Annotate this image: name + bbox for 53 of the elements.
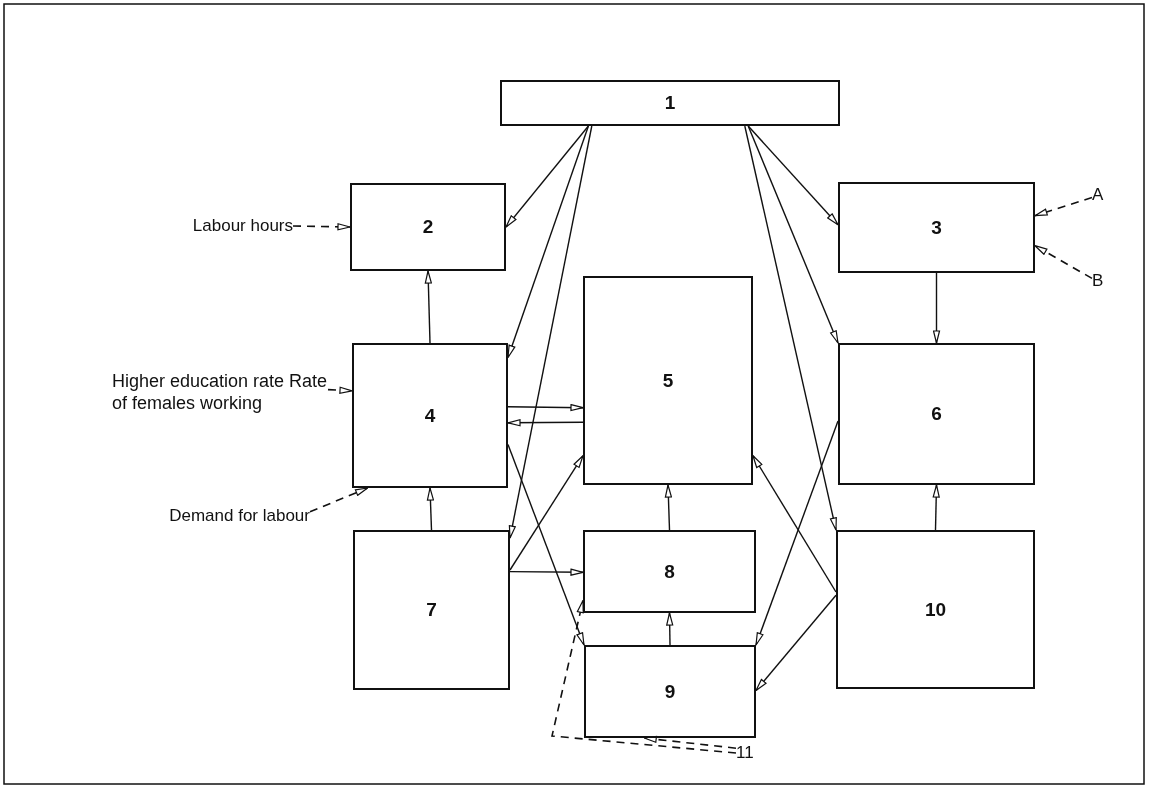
process-box <box>352 343 508 488</box>
arrow <box>752 455 837 593</box>
input-label: A <box>1092 182 1114 208</box>
arrow <box>747 125 839 226</box>
arrow <box>507 125 590 359</box>
box-number: 7 <box>426 599 437 621</box>
box-number: 8 <box>664 560 675 583</box>
box-number: 9 <box>664 680 676 703</box>
arrow <box>426 487 435 531</box>
arrow <box>507 419 584 427</box>
arrow <box>932 484 940 531</box>
dashed-arrow <box>1034 196 1093 217</box>
arrow <box>747 125 839 344</box>
arrow <box>932 272 941 344</box>
input-label: Higher education rate Rate of females working <box>112 368 328 416</box>
process-box <box>583 276 753 485</box>
box-number: 4 <box>424 404 436 427</box>
arrow <box>507 403 584 412</box>
process-box <box>350 183 506 271</box>
arrow <box>508 125 593 539</box>
arrow <box>744 125 837 531</box>
arrow <box>509 455 584 571</box>
dashed-arrow <box>643 735 737 749</box>
arrow <box>666 612 674 646</box>
process-box <box>583 530 756 613</box>
box-number: 1 <box>664 92 676 114</box>
process-box <box>584 645 756 738</box>
input-label: 11 <box>736 741 768 765</box>
dashed-arrow <box>327 386 353 394</box>
arrow <box>664 484 672 531</box>
box-number: 3 <box>931 216 942 239</box>
process-box <box>500 80 840 126</box>
arrow <box>507 443 585 646</box>
arrow <box>755 420 839 646</box>
dashed-arrow <box>292 223 351 231</box>
input-label: Labour hours <box>135 212 293 240</box>
box-number: 6 <box>931 403 942 425</box>
dashed-arrow <box>1034 244 1093 280</box>
process-box <box>838 343 1035 485</box>
box-number: 2 <box>422 216 434 238</box>
process-box <box>836 530 1035 689</box>
dashed-arrow <box>551 599 737 754</box>
input-label: Demand for labour <box>90 502 310 530</box>
arrow <box>424 270 432 344</box>
dashed-arrow <box>309 487 369 513</box>
arrow <box>509 568 584 576</box>
process-box <box>353 530 510 690</box>
input-label: B <box>1092 268 1114 294</box>
box-number: 10 <box>924 598 947 621</box>
box-number: 5 <box>662 369 674 392</box>
process-box <box>838 182 1035 273</box>
arrow <box>755 594 837 692</box>
arrow <box>505 125 590 228</box>
